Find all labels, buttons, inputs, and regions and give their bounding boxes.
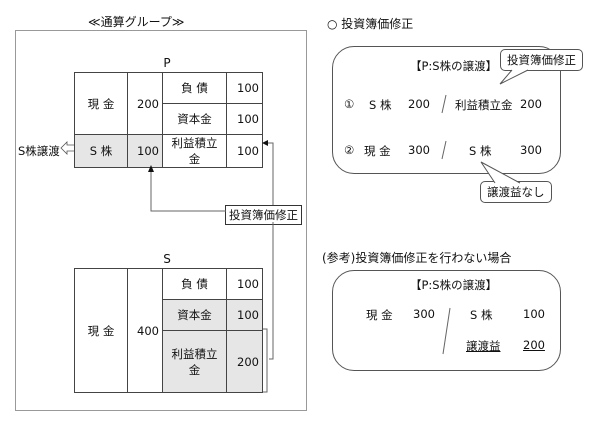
parent-company-label: P (163, 56, 171, 70)
subsidiary-capital-amount: 100 (226, 299, 263, 331)
parent-retained-earnings-amount: 100 (226, 134, 263, 168)
entry2-credit-amount: 300 (520, 143, 542, 157)
entry2-debit-account: 現 金 (364, 144, 391, 158)
callout-investment-basis-adjustment: 投資簿価修正 (500, 49, 583, 71)
entry1-debit-account: S 株 (369, 98, 392, 112)
subsidiary-liabilities-amount: 100 (226, 268, 263, 300)
section2-credit1-amount: 100 (523, 307, 545, 321)
parent-capital-account: 資本金 (162, 103, 227, 135)
subsidiary-retained-earnings-amount: 200 (226, 330, 263, 393)
section2-box-header: 【P:S株の譲渡】 (410, 278, 498, 292)
subsidiary-cash-amount: 400 (127, 268, 163, 393)
entry2-debit-amount: 300 (408, 143, 430, 157)
parent-retained-earnings-account: 利益積立金 (162, 134, 227, 168)
section1-box-header: 【P:S株の譲渡】 (410, 59, 498, 73)
subsidiary-cash-account: 現 金 (74, 268, 128, 393)
parent-s-shares-account: S 株 (74, 134, 128, 168)
entry1-credit-account: 利益積立金 (455, 98, 513, 112)
section2-title: (参考)投資簿価修正を行わない場合 (322, 251, 512, 265)
parent-cash-account: 現 金 (74, 72, 128, 135)
subsidiary-capital-account: 資本金 (162, 299, 227, 331)
entry1-credit-amount: 200 (520, 97, 542, 111)
section2-debit-account: 現 金 (366, 308, 393, 322)
subsidiary-liabilities-account: 負 債 (162, 268, 227, 300)
entry1-debit-amount: 200 (408, 97, 430, 111)
section2-debit-amount: 300 (413, 307, 435, 321)
group-title: ≪通算グループ≫ (88, 15, 185, 29)
subsidiary-company-label: S (163, 252, 171, 266)
share-transfer-label: S株譲渡 (18, 144, 60, 158)
parent-balance-sheet: 現 金 200 負 債 100 資本金 100 S 株 100 利益積立金 10… (74, 72, 263, 168)
entry2-number: ② (344, 143, 355, 157)
section2-credit1-account: S 株 (470, 308, 493, 322)
section2-credit2-amount: 200 (523, 338, 545, 352)
subsidiary-balance-sheet: 現 金 400 負 債 100 資本金 100 利益積立金 200 (74, 268, 263, 393)
investment-basis-adjustment-tag: 投資簿価修正 (225, 205, 302, 225)
entry1-number: ① (344, 97, 355, 111)
parent-capital-amount: 100 (226, 103, 263, 135)
consolidated-group-frame (15, 30, 307, 411)
parent-s-shares-amount: 100 (127, 134, 163, 168)
section2-credit2-account: 譲渡益 (466, 339, 501, 353)
parent-liabilities-amount: 100 (226, 72, 263, 104)
parent-liabilities-account: 負 債 (162, 72, 227, 104)
parent-cash-amount: 200 (127, 72, 163, 135)
entry2-credit-account: S 株 (469, 144, 492, 158)
section1-title: ○ 投資簿価修正 (327, 17, 414, 31)
subsidiary-retained-earnings-account: 利益積立金 (162, 330, 227, 393)
callout-no-transfer-gain: 譲渡益なし (480, 181, 552, 203)
